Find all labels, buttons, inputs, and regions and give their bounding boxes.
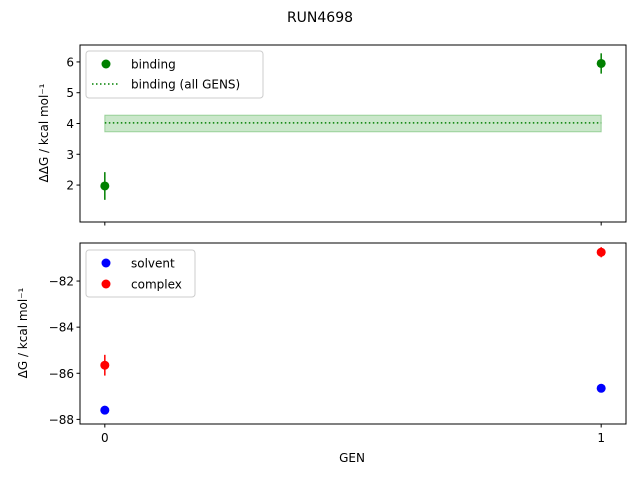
bottom-y-ticks: −82 −84 −86 −88: [49, 275, 80, 427]
legend-complex-label: complex: [131, 278, 182, 292]
legend-binding-all-gens-label: binding (all GENS): [131, 78, 240, 92]
top-axes-frame: [79, 44, 627, 223]
data-point: [596, 383, 606, 393]
y-tick-label: −88: [49, 413, 74, 427]
y-tick-label: −82: [49, 275, 74, 289]
y-tick-label: 4: [66, 117, 74, 131]
bottom-legend-frame: [85, 249, 196, 298]
y-tick-label: 5: [66, 86, 74, 100]
y-tick-label: −84: [49, 321, 74, 335]
data-point: [100, 405, 110, 415]
legend-binding-marker: [101, 59, 111, 69]
data-point: [100, 360, 110, 370]
top-legend: binding binding (all GENS): [85, 50, 264, 99]
bottom-y-label: ΔG / kcal mol⁻¹: [16, 287, 30, 378]
legend-binding-label: binding: [131, 58, 176, 72]
bottom-legend: solvent complex: [85, 249, 196, 298]
x-axis-label: GEN: [339, 451, 365, 465]
y-tick-label: 6: [66, 55, 74, 69]
top-x-ticks: [104, 222, 602, 226]
legend-solvent-marker: [101, 258, 111, 268]
x-tick-label: 0: [101, 431, 109, 445]
legend-solvent-label: solvent: [131, 257, 175, 271]
y-tick-label: 2: [66, 179, 74, 193]
figure-title: RUN4698: [287, 10, 353, 26]
data-point: [596, 247, 606, 257]
top-plot-marks: [100, 53, 606, 200]
bottom-plot-marks: [100, 247, 606, 415]
bottom-axes-frame: [79, 242, 627, 425]
top-y-ticks: 2 3 4 5 6: [66, 55, 80, 193]
data-point: [596, 58, 606, 68]
data-point: [100, 181, 110, 191]
y-tick-label: 3: [66, 148, 74, 162]
x-tick-label: 1: [597, 431, 605, 445]
top-legend-frame: [85, 50, 264, 99]
top-panel: 2 3 4 5 6 ΔΔG / kcal mol⁻¹ binding binding (…: [37, 44, 627, 226]
legend-complex-marker: [101, 279, 111, 289]
top-y-label: ΔΔG / kcal mol⁻¹: [37, 83, 51, 182]
y-tick-label: −86: [49, 367, 74, 381]
